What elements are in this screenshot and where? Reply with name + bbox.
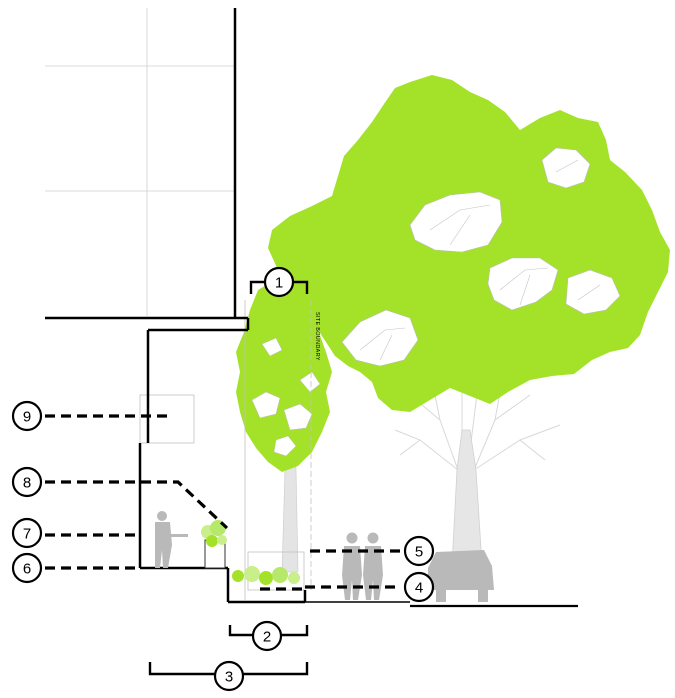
- callout-6-number: 6: [23, 561, 31, 578]
- large-tree-icon: [268, 75, 670, 566]
- callout-3: 3: [213, 660, 245, 692]
- small-tree-icon: [236, 280, 332, 573]
- callout-4-number: 4: [415, 580, 423, 597]
- callout-7: 7: [11, 517, 43, 549]
- callout-8: 8: [11, 466, 43, 498]
- leader-lines: [45, 414, 400, 591]
- callout-1: 1: [263, 266, 295, 298]
- callout-4: 4: [403, 571, 435, 603]
- building-grid: [45, 8, 235, 316]
- shrubs-icon: [232, 566, 300, 585]
- person-icon: [342, 532, 362, 600]
- callout-2: 2: [251, 620, 283, 652]
- planter-icon: [201, 520, 227, 569]
- person-icon: [363, 532, 383, 600]
- callout-5: 5: [403, 535, 435, 567]
- building-section-lines: [45, 8, 578, 608]
- callout-1-number: 1: [275, 275, 283, 292]
- person-icon: [155, 511, 188, 568]
- callout-5-number: 5: [415, 544, 423, 561]
- car-icon: [428, 550, 494, 602]
- callout-7-number: 7: [23, 526, 31, 543]
- callout-6: 6: [11, 552, 43, 584]
- callout-2-number: 2: [263, 629, 271, 646]
- callout-3-number: 3: [225, 669, 233, 686]
- callout-9-number: 9: [23, 409, 31, 426]
- callout-9: 9: [11, 400, 43, 432]
- site-boundary-label: SITE BOUNDARY: [314, 312, 320, 361]
- callout-8-number: 8: [23, 475, 31, 492]
